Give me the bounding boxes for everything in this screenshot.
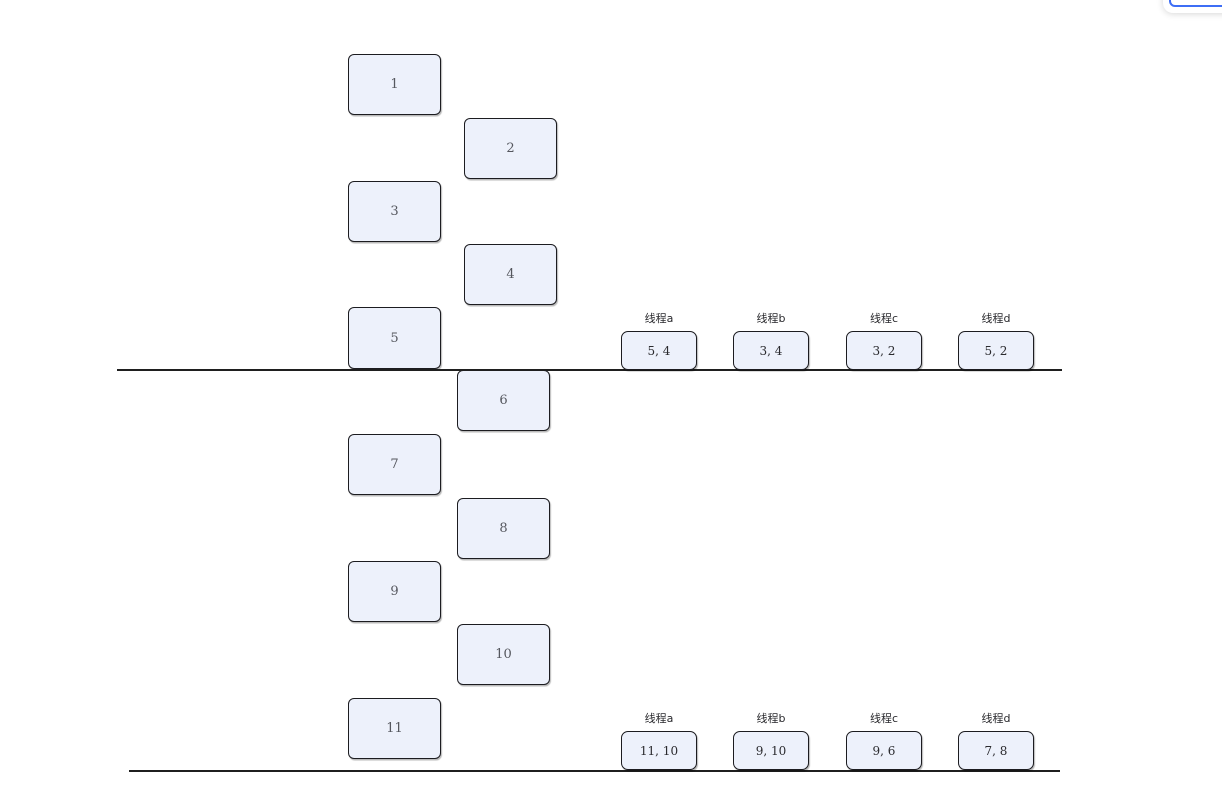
flow-node-11[interactable]: 11 <box>348 698 441 759</box>
thread-a-label-top: 线程a <box>644 312 674 325</box>
flow-node-10[interactable]: 10 <box>457 624 550 685</box>
thread-c-node-bottom[interactable]: 9, 6 <box>846 731 922 770</box>
thread-c-node-top[interactable]: 3, 2 <box>846 331 922 370</box>
thread-b-label-bottom: 线程b <box>756 712 786 725</box>
thread-d-node-top[interactable]: 5, 2 <box>958 331 1034 370</box>
thread-a-node-top[interactable]: 5, 4 <box>621 331 697 370</box>
thread-b-node-bottom[interactable]: 9, 10 <box>733 731 809 770</box>
thread-c-label-bottom: 线程c <box>869 712 899 725</box>
thread-a-label-bottom: 线程a <box>644 712 674 725</box>
flow-node-1[interactable]: 1 <box>348 54 441 115</box>
floating-panel[interactable] <box>1163 0 1222 13</box>
thread-d-label-bottom: 线程d <box>981 712 1011 725</box>
timeline-bottom[interactable] <box>129 770 1060 772</box>
thread-c-label-top: 线程c <box>869 312 899 325</box>
thread-d-node-bottom[interactable]: 7, 8 <box>958 731 1034 770</box>
thread-b-label-top: 线程b <box>756 312 786 325</box>
timeline-top[interactable] <box>117 369 1062 371</box>
flow-node-6[interactable]: 6 <box>457 370 550 431</box>
flow-node-9[interactable]: 9 <box>348 561 441 622</box>
flow-node-3[interactable]: 3 <box>348 181 441 242</box>
flow-node-8[interactable]: 8 <box>457 498 550 559</box>
flow-node-4[interactable]: 4 <box>464 244 557 305</box>
thread-a-node-bottom[interactable]: 11, 10 <box>621 731 697 770</box>
thread-d-label-top: 线程d <box>981 312 1011 325</box>
flow-node-7[interactable]: 7 <box>348 434 441 495</box>
thread-b-node-top[interactable]: 3, 4 <box>733 331 809 370</box>
flow-node-2[interactable]: 2 <box>464 118 557 179</box>
selected-item-outline <box>1169 0 1222 7</box>
flow-node-5[interactable]: 5 <box>348 307 441 369</box>
